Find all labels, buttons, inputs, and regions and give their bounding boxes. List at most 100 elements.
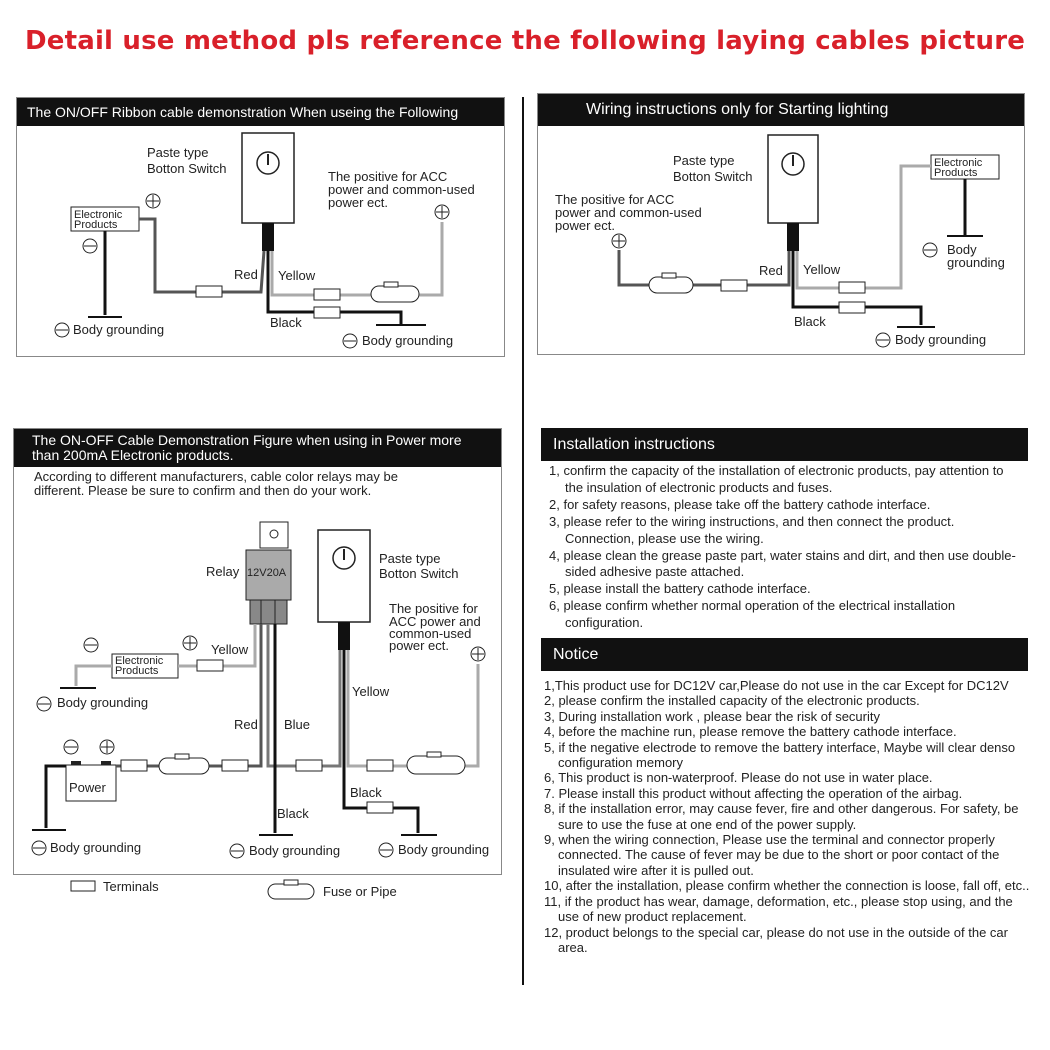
wire-yellow-label: Yellow (278, 268, 316, 283)
paste-switch-1 (241, 132, 295, 251)
minus-icon (922, 242, 938, 258)
switch-label-1: Paste type (673, 153, 734, 168)
panel2-header: Wiring instructions only for Starting li… (538, 94, 1024, 126)
minus-icon (378, 842, 394, 858)
plus-icon (470, 646, 486, 662)
red-label: Red (234, 717, 258, 732)
switch-label-2: Botton Switch (147, 161, 227, 176)
positive-label-2: power and common-used (328, 182, 475, 197)
fuse (406, 755, 466, 775)
legend-fuse: Fuse or Pipe (323, 884, 397, 899)
black-right-label: Black (350, 785, 382, 800)
diagram-relay-cable: According to different manufacturers, ca… (31, 469, 489, 900)
minus-icon (36, 696, 52, 712)
ground-label-4: Body grounding (398, 842, 489, 857)
terminal (313, 306, 341, 319)
relay-label: Relay (206, 564, 240, 579)
yellow-left-label: Yellow (211, 642, 249, 657)
legend-terminal-swatch (70, 880, 96, 892)
electronic-label-2: Products (74, 219, 118, 231)
switch-label-2: Botton Switch (379, 566, 459, 581)
fuse (370, 285, 420, 303)
plus-icon (434, 204, 450, 220)
minus-icon (63, 739, 79, 755)
electronic-products-box (70, 206, 140, 232)
list-item: 5, please install the battery cathode in… (549, 581, 811, 597)
terminal (838, 301, 866, 314)
minus-icon (229, 843, 245, 859)
switch-label-2: Botton Switch (673, 169, 753, 184)
plus-icon (99, 739, 115, 755)
terminal (195, 285, 223, 298)
page-title: Detail use method pls reference the foll… (24, 26, 1026, 56)
list-item: 2, please confirm the installed capacity… (544, 693, 920, 709)
list-item: 1,This product use for DC12V car,Please … (544, 678, 1009, 693)
list-item: 4, please clean the grease paste part, w… (549, 547, 1016, 580)
list-item: 5, if the negative electrode to remove t… (544, 739, 1016, 771)
minus-icon (342, 333, 358, 349)
positive-label-3: common-used (389, 626, 471, 641)
positive-label-3: power ect. (555, 218, 615, 233)
positive-label-1: The positive for ACC (555, 192, 674, 207)
electronic-label-1: Electronic (115, 655, 164, 667)
electronic-products-box (111, 653, 179, 679)
terminal (221, 759, 249, 772)
wire-black-label: Black (270, 315, 302, 330)
body-label-2: grounding (947, 255, 1005, 270)
terminal (366, 759, 394, 772)
electronic-label-1: Electronic (934, 157, 983, 169)
electronic-label-2: Products (934, 167, 978, 179)
list-item: 6, please confirm whether normal operati… (549, 598, 956, 631)
terminal (295, 759, 323, 772)
minus-icon (54, 322, 70, 338)
list-item: 4, before the machine run, please remove… (544, 724, 957, 740)
list-item: 3, During installation work , please bea… (544, 708, 880, 724)
power-label: Power (69, 780, 107, 795)
relay-rating: 12V20A (247, 567, 287, 579)
fuse (648, 276, 694, 294)
positive-label-3: power ect. (328, 195, 388, 210)
list-item: 8, if the installation error, may cause … (544, 801, 1019, 832)
terminal (720, 279, 748, 292)
minus-icon (875, 332, 891, 348)
minus-icon (82, 238, 98, 254)
positive-label-2: ACC power and (389, 614, 481, 629)
electronic-label-2: Products (115, 665, 159, 677)
list-item: 3, please refer to the wiring instructio… (549, 513, 955, 546)
note-line-2: different. Please be sure to confirm and… (34, 483, 371, 498)
installation-header: Installation instructions (541, 428, 1028, 461)
legend-fuse-swatch (267, 883, 315, 900)
plus-icon (182, 635, 198, 651)
electronic-label-1: Electronic (74, 209, 123, 221)
ground-label-3: Body grounding (249, 843, 340, 858)
diagram-starting-lighting: Paste type Botton Switch The positive fo… (555, 134, 1005, 348)
positive-label-4: power ect. (389, 638, 449, 653)
positive-label-1: The positive for ACC (328, 169, 447, 184)
list-item: 12, product belongs to the special car, … (544, 924, 1008, 955)
list-item: 9, when the wiring connection, Please us… (544, 832, 1000, 878)
ground-label-right: Body grounding (362, 333, 453, 348)
plus-icon (611, 233, 627, 249)
panel1-header: The ON/OFF Ribbon cable demonstration Wh… (17, 98, 504, 126)
relay (245, 521, 292, 625)
panel3-header-line2: than 200mA Electronic products. (32, 447, 234, 463)
notice-list: 1,This product use for DC12V car,Please … (544, 678, 1030, 955)
fuse (158, 757, 210, 775)
terminal (313, 288, 341, 301)
terminal (366, 801, 394, 814)
terminal (838, 281, 866, 294)
paste-switch-2 (767, 134, 819, 251)
list-item: 10, after the installation, please confi… (544, 878, 1030, 894)
list-item: 1, confirm the capacity of the installat… (549, 463, 1004, 495)
panel3-header: The ON-OFF Cable Demonstration Figure wh… (14, 429, 501, 467)
yellow-right-label: Yellow (352, 684, 390, 699)
black-center-label: Black (277, 806, 309, 821)
ground-label: Body grounding (895, 332, 986, 347)
list-item: 6, This product is non-waterproof. Pleas… (544, 770, 933, 786)
ground-label-1: Body grounding (57, 695, 148, 710)
legend-terminals: Terminals (103, 879, 159, 894)
wire-black-label: Black (794, 314, 826, 329)
switch-label-1: Paste type (379, 551, 440, 566)
list-item: 7. Please install this product without a… (544, 785, 963, 801)
ground-label-2: Body grounding (50, 840, 141, 855)
